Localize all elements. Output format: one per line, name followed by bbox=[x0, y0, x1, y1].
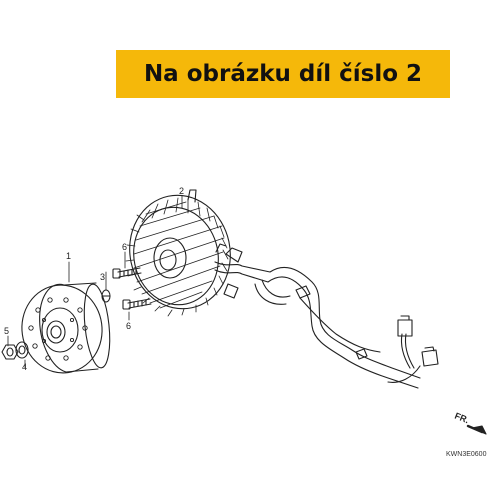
callout-label-5: 5 bbox=[4, 326, 9, 336]
mounting-bolt-lower bbox=[122, 298, 152, 310]
stator-coil-assembly bbox=[125, 189, 231, 317]
woodruff-key bbox=[101, 289, 111, 303]
flywheel-nut bbox=[1, 344, 19, 360]
wire-harness bbox=[214, 243, 439, 389]
callout-label-6-upper: 6 bbox=[122, 242, 127, 252]
banner-text: Na obrázku díl číslo 2 bbox=[143, 61, 423, 87]
callout-label-1: 1 bbox=[66, 251, 71, 261]
flywheel-washer bbox=[15, 341, 29, 359]
drawing-reference-code: KWN3E0600 bbox=[446, 451, 487, 458]
front-direction-arrow-icon bbox=[466, 424, 487, 435]
callout-label-4: 4 bbox=[22, 362, 27, 372]
callout-label-2: 2 bbox=[179, 186, 184, 196]
flywheel-rotor bbox=[21, 282, 111, 374]
callout-label-6-lower: 6 bbox=[126, 321, 131, 331]
callout-label-3: 3 bbox=[100, 272, 105, 282]
front-direction-label: FR. bbox=[453, 411, 470, 426]
part-number-banner: Na obrázku díl číslo 2 bbox=[116, 50, 450, 98]
callout-leader-lines bbox=[7, 195, 183, 369]
mounting-bolt-upper bbox=[112, 267, 142, 279]
